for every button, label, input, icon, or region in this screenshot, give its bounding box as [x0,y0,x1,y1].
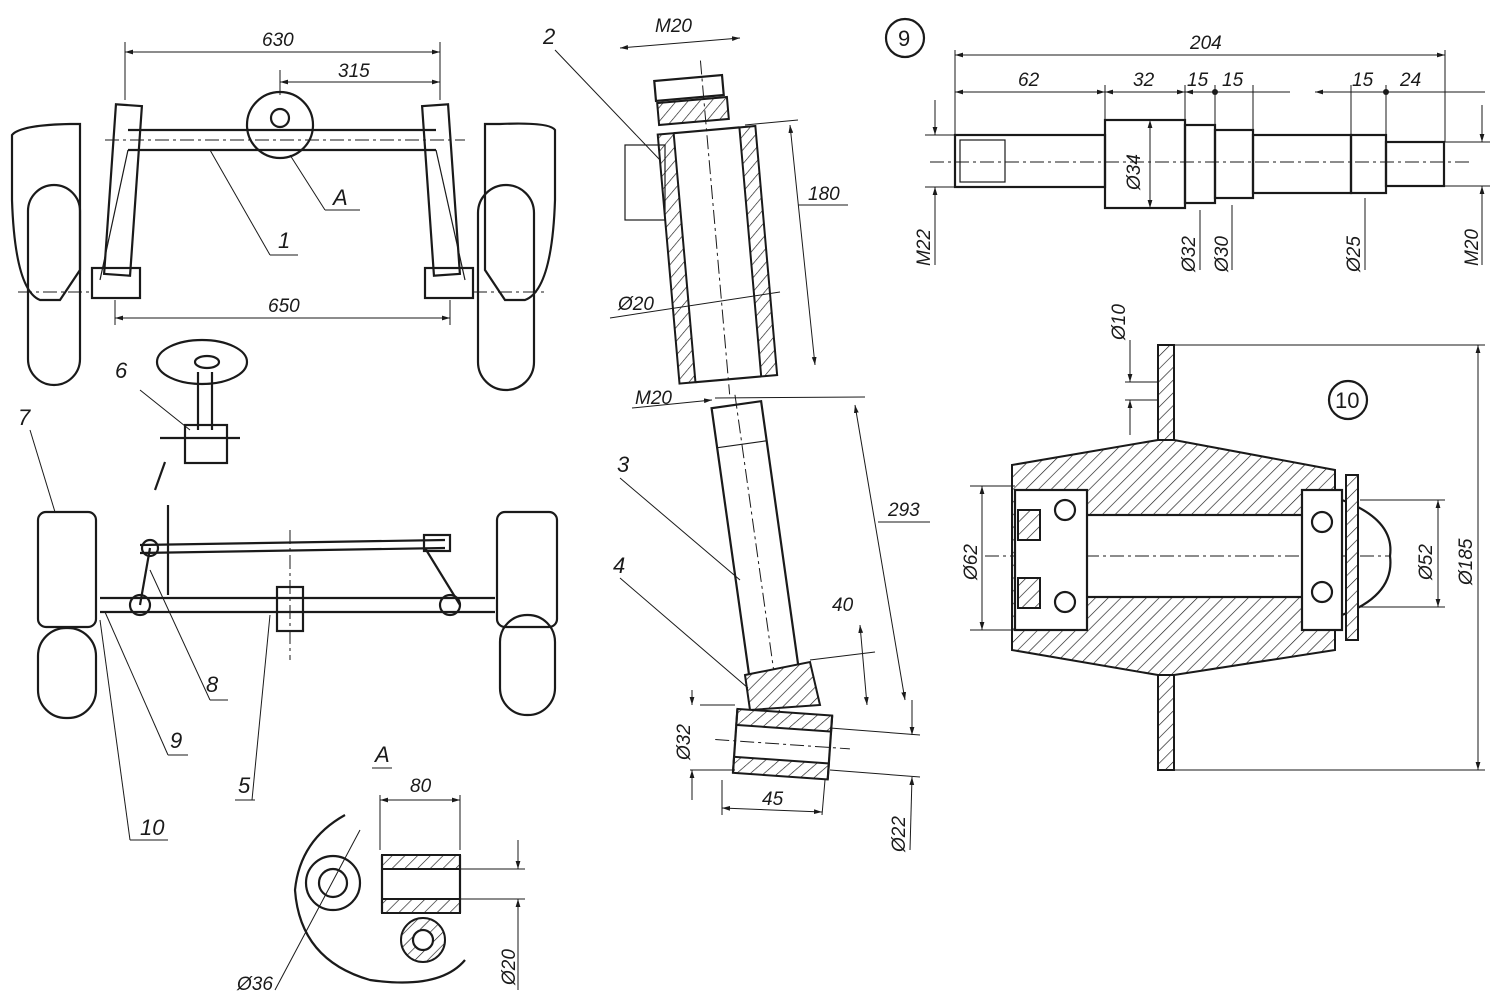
dim-d25: Ø25 [1344,236,1365,273]
dim-d185: Ø185 [1456,538,1477,586]
kingpin-tube-left [656,132,697,385]
view-a-dim-d36: Ø36 [236,974,273,995]
right-bearing [1300,488,1344,632]
dim-d32: Ø32 [674,724,695,761]
view-a-title: A [373,742,390,767]
shaft-thread-m22 [953,133,1107,189]
view-ref-a: A [331,185,348,210]
right-fender [483,122,557,302]
callout-5: 5 [238,773,251,798]
dim-180: 180 [808,184,840,205]
callout-7: 7 [18,405,31,430]
callout-6: 6 [115,358,128,383]
dim-d32-shaft: Ø32 [1179,236,1200,273]
shaft-step-d25 [1349,133,1388,195]
steering-linkage-view: 7 8 9 10 5 [18,405,559,841]
dim-315: 315 [338,61,370,82]
callout-1: 1 [278,228,290,253]
right-front-wheel [476,183,536,392]
dim-d20: Ø20 [617,294,654,315]
shaft-journal [1251,133,1353,195]
dim-15a: 15 [1187,70,1209,91]
dim-d10: Ø10 [1109,304,1130,341]
dim-d22: Ø22 [889,816,910,853]
view-a-outline [293,814,466,984]
dim-m20-mid: M20 [635,388,672,409]
left-kingpin [102,103,144,277]
callout-2: 2 [542,24,555,49]
callout-8: 8 [206,672,219,697]
dim-40: 40 [832,595,854,616]
steering-column: 6 [115,338,249,491]
dim-m22: M22 [914,229,935,266]
right-spindle-block [423,266,475,300]
callout-3: 3 [617,452,630,477]
view-a-dim-d20: Ø20 [499,949,520,986]
steering-wheel [155,338,249,386]
right-wheel-plan [495,510,559,629]
right-kingpin [420,103,462,277]
front-axle-view: 630 315 650 A 1 [10,30,557,392]
dim-45: 45 [762,789,784,810]
dim-d30: Ø30 [1212,236,1233,273]
shaft-thread-m20 [1384,140,1446,188]
tie-rod [139,538,446,547]
dim-630: 630 [262,30,294,51]
axle-shaft-label-circle [884,17,926,59]
dim-204: 204 [1189,33,1222,54]
dim-15c: 15 [1352,70,1374,91]
hub-label: 10 [1335,388,1359,413]
m20-nut [653,73,725,103]
callout-9: 9 [170,728,182,753]
shaft-step-d32 [1183,123,1217,205]
dim-15b: 15 [1222,70,1244,91]
axle-shaft-label: 9 [898,26,910,51]
callout-10: 10 [140,815,165,840]
callout-4: 4 [613,553,625,578]
kingpin-weld-block [743,660,822,712]
shaft-collar-d34 [1103,118,1187,210]
dim-d62: Ø62 [961,544,982,581]
dim-d34: Ø34 [1124,154,1145,191]
left-wheel-plan [36,510,98,629]
pivot-bushing [304,854,362,912]
left-fender [10,122,82,302]
shaft-step-d30 [1213,128,1255,200]
view-a-detail: A 80 Ø20 Ø36 [236,742,525,995]
dim-m20-shaft: M20 [1462,229,1483,266]
dim-32: 32 [1133,70,1155,91]
sleeve-bottom [731,755,830,781]
steering-box [183,423,229,465]
dim-24: 24 [1399,70,1421,91]
view-a-dim-80: 80 [410,776,432,797]
left-spindle-block [90,266,142,300]
dim-293: 293 [887,500,920,521]
axle-shaft-detail: 9 204 62 32 15 15 15 24 Ø34 [884,17,1490,273]
sleeve-top [735,707,834,733]
kingpin-detail: 2 M20 180 Ø20 M20 293 3 4 40 [542,16,930,853]
dim-m20-top: M20 [655,16,692,37]
kingpin-tube-right [738,124,779,378]
dim-62: 62 [1018,70,1040,91]
left-front-wheel [26,183,82,387]
hub-label-circle [1327,379,1369,421]
dim-d52: Ø52 [1416,544,1437,581]
pivot-bracket [245,90,315,160]
pivot-bolt [269,107,291,129]
dim-650: 650 [268,296,300,317]
wheel-hub-detail: 10 Ø185 Ø10 Ø62 Ø52 [961,304,1485,771]
hub-cap [1341,498,1392,617]
